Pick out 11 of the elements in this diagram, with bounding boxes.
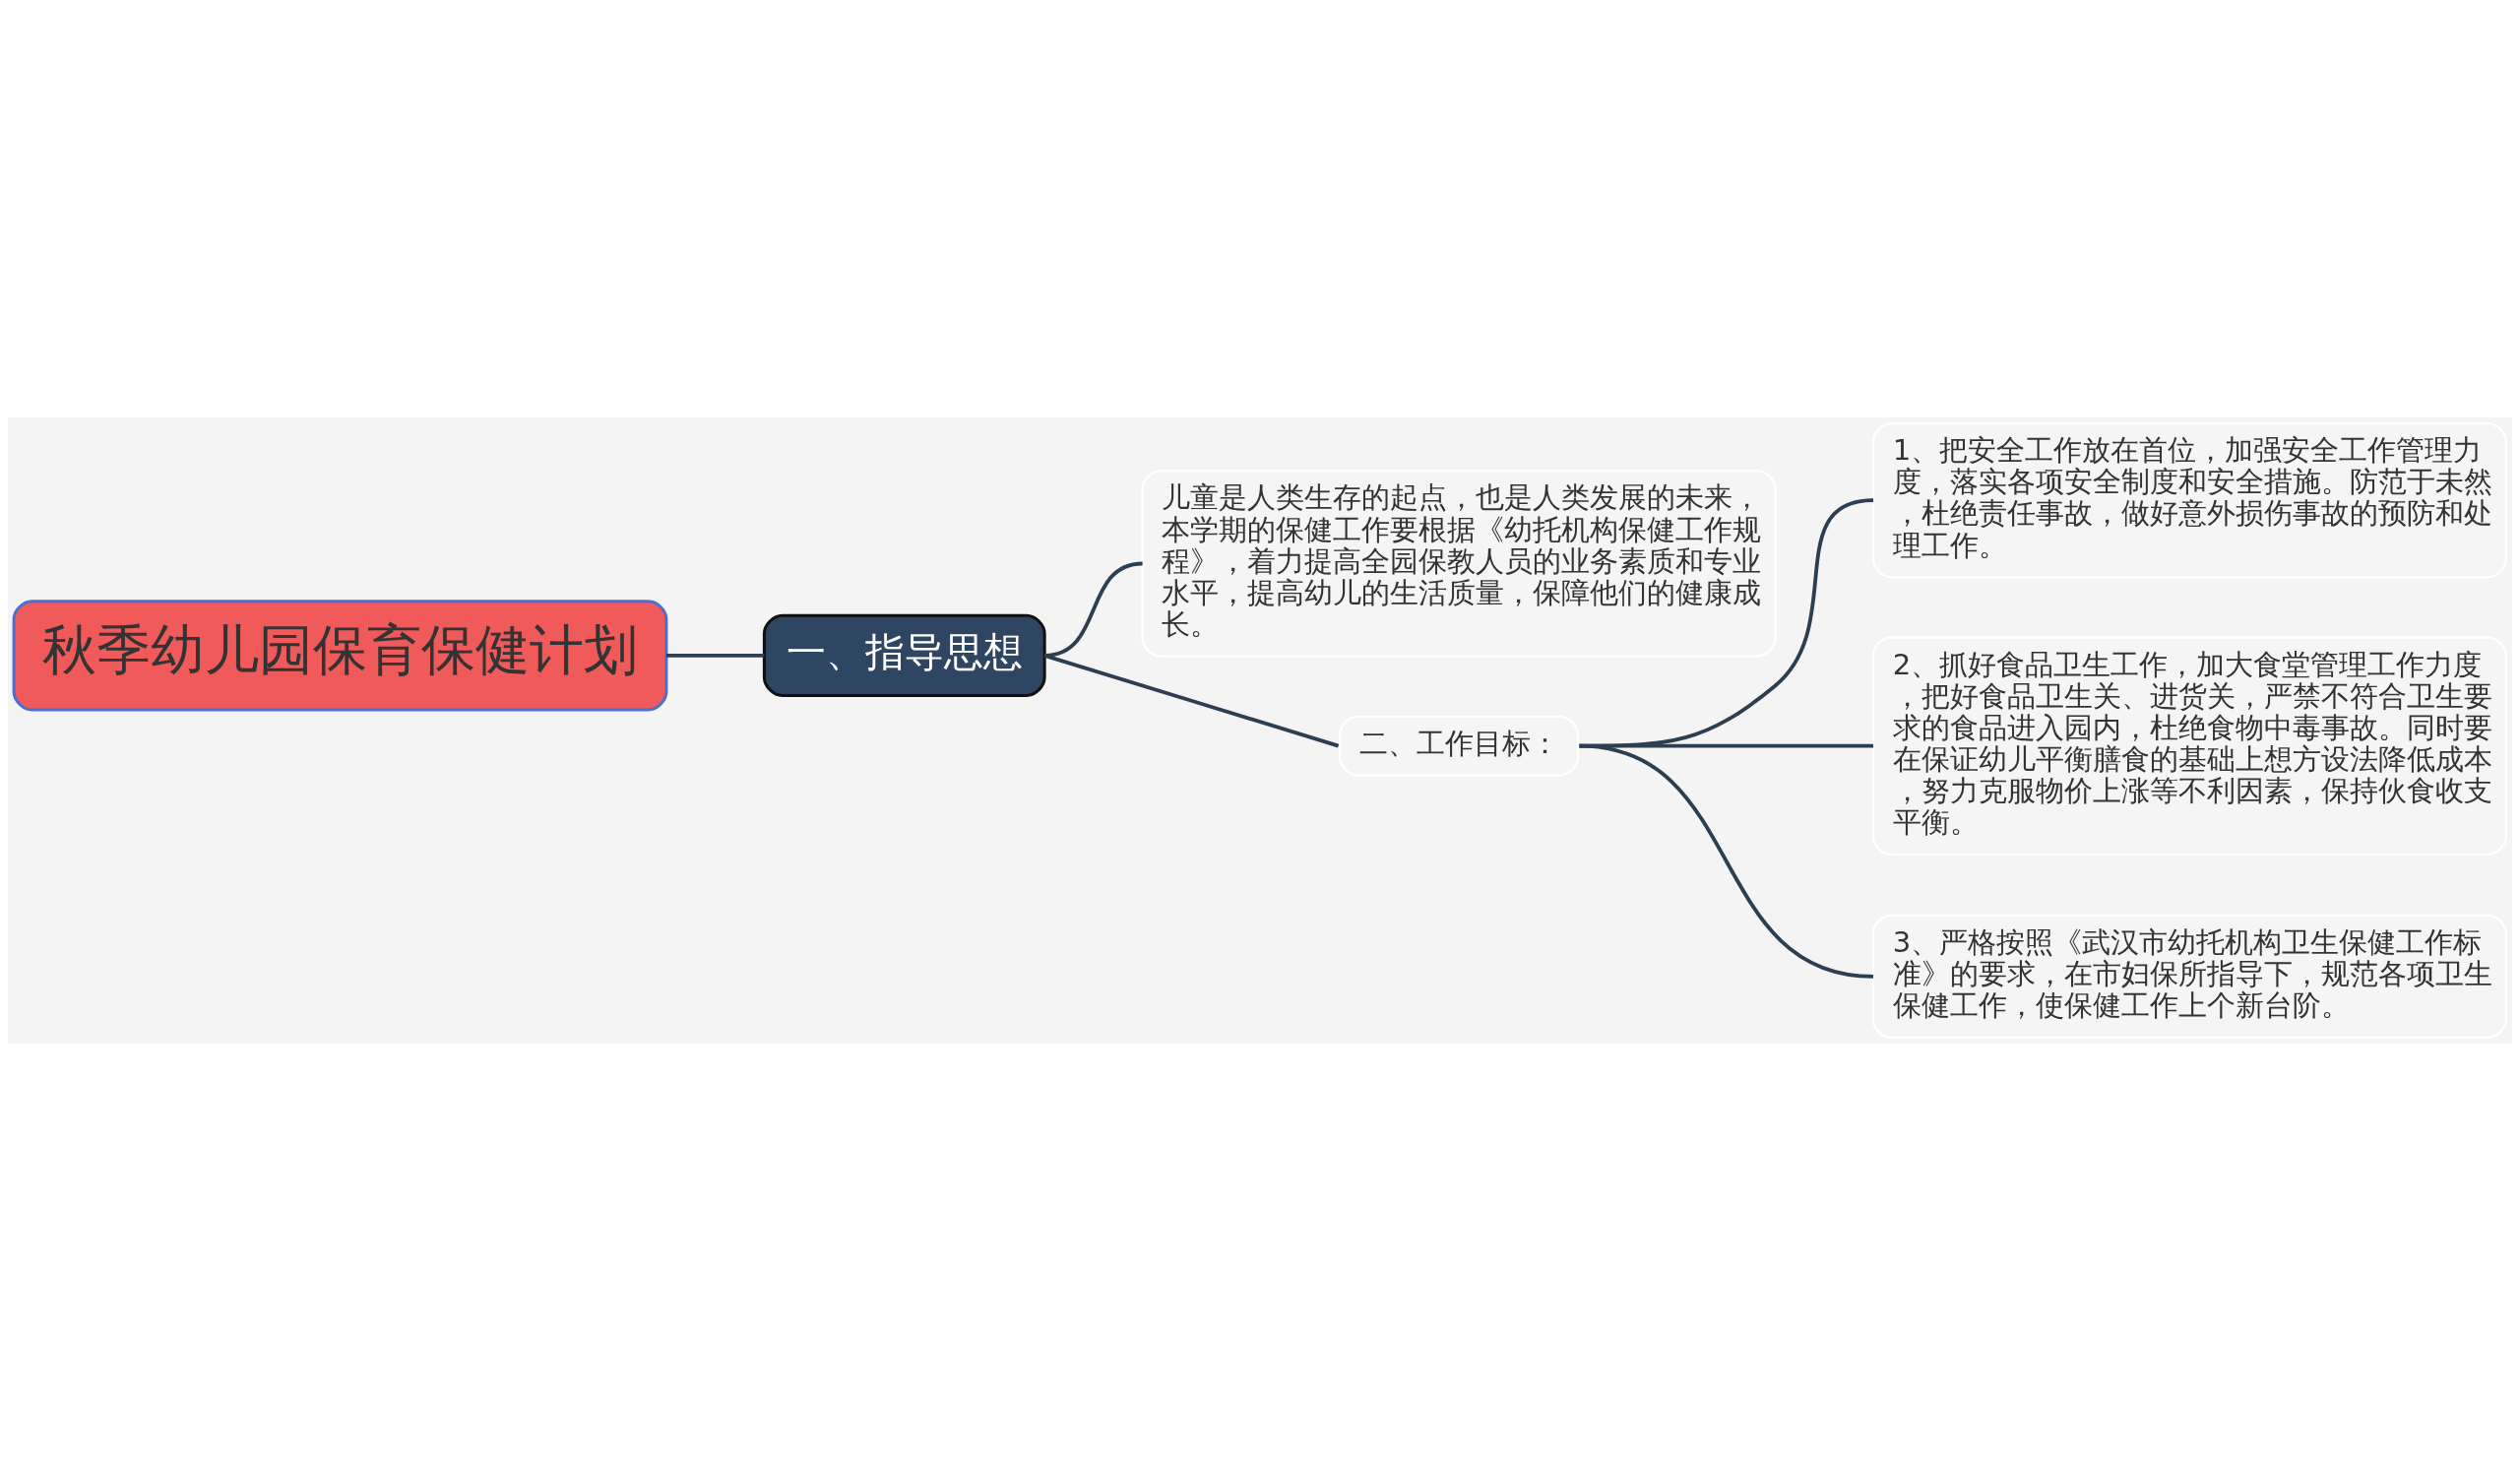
node-box: 二、工作目标：: [1339, 715, 1580, 777]
node-box: 3、严格按照《武汉市幼托机构卫生保健工作标准》的要求，在市妇保所指导下，规范各项卫生保健工作，使保健工作上个新台阶。: [1871, 914, 2508, 1040]
node-box: 秋季幼儿园保育保健计划: [12, 600, 668, 712]
node-box: 儿童是人类生存的起点，也是人类发展的未来，本学期的保健工作要根据《幼托机构保健工作规程》，着力提高全园保教人员的业务素质和专业水平，提高幼儿的生活质量，保障他们的健康成长。: [1141, 470, 1777, 658]
connector: [1043, 654, 1340, 748]
node-box: 一、指导思想: [762, 613, 1046, 697]
connector: [665, 653, 765, 658]
connector: [1043, 561, 1143, 658]
node-box: 1、把安全工作放在首位，加强安全工作管理力度，落实各项安全制度和安全措施。防范于未然，杜绝责任事故，做好意外损伤事故的预防和处理工作。: [1871, 421, 2508, 579]
connector: [1579, 743, 1874, 979]
node-box: 2、抓好食品卫生工作，加大食堂管理工作力度，把好食品卫生关、进货关，严禁不符合卫生要求的食品进入园内，杜绝食物中毒事故。同时要在保证幼儿平衡膳食的基础上想方设法降低成本，努力克服物价上涨等不利因素，保持伙食收支平衡。: [1871, 636, 2508, 857]
